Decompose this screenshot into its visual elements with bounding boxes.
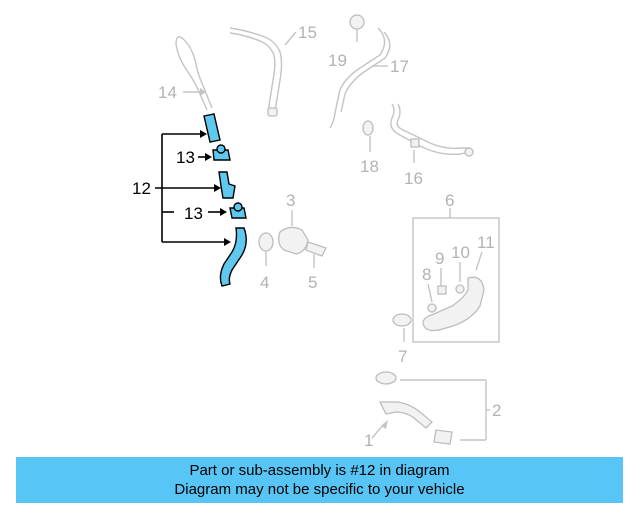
- part-13-clamp-lower: [229, 202, 247, 219]
- label-10: 10: [451, 243, 470, 262]
- label-5: 5: [308, 273, 317, 292]
- label-4: 4: [260, 273, 269, 292]
- banner-line-1: Part or sub-assembly is #12 in diagram: [189, 462, 450, 479]
- leader-14: [183, 88, 206, 96]
- leader-15: [284, 31, 297, 46]
- label-7: 7: [398, 347, 407, 366]
- part-5-pipe: [305, 241, 327, 268]
- part-3-housing: [278, 210, 309, 255]
- label-11: 11: [477, 233, 495, 252]
- callout-12-bracket: [155, 130, 231, 246]
- label-13b: 13: [184, 204, 203, 223]
- label-12: 12: [132, 179, 151, 198]
- part-2-bracket: [400, 379, 490, 441]
- label-19: 19: [328, 51, 347, 70]
- label-18: 18: [360, 157, 379, 176]
- label-14: 14: [158, 83, 177, 102]
- label-8: 8: [422, 265, 431, 284]
- part-14-tube: [175, 36, 213, 111]
- label-17: 17: [390, 57, 409, 76]
- part-12-connector: [218, 171, 236, 199]
- part-6-box: [412, 208, 500, 343]
- part-4-oring: [258, 232, 274, 266]
- part-7-cap: [392, 313, 412, 342]
- part-18-ring: [362, 120, 374, 152]
- part-16-hose: [390, 103, 474, 157]
- label-6: 6: [445, 191, 454, 210]
- label-9: 9: [435, 249, 444, 268]
- label-16: 16: [404, 169, 423, 188]
- callout-13a: [198, 153, 212, 161]
- part-19-clip: [349, 14, 365, 42]
- label-1: 1: [364, 431, 373, 450]
- parts-diagram: 15 14 19 17 18 16 3: [132, 14, 501, 450]
- banner-line-2: Diagram may not be specific to your vehi…: [174, 481, 465, 498]
- label-13a: 13: [176, 148, 195, 167]
- callout-13b: [162, 208, 227, 216]
- part-17-hose: [329, 27, 391, 129]
- part-6-assembly: [422, 251, 485, 332]
- label-15: 15: [298, 23, 317, 42]
- part-1-hose: [371, 371, 453, 445]
- label-2: 2: [492, 401, 501, 420]
- info-banner: Part or sub-assembly is #12 in diagram D…: [16, 457, 623, 503]
- part-15-hose: [229, 27, 283, 117]
- part-12-upper-hose: [203, 113, 221, 143]
- part-13-clamp-upper: [212, 144, 231, 161]
- label-3: 3: [286, 191, 295, 210]
- part-12-lower-hose: [219, 227, 247, 287]
